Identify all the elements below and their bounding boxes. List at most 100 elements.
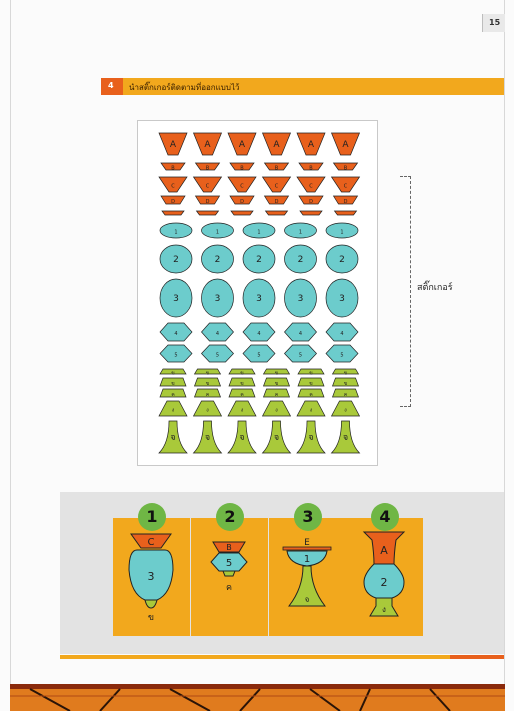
sticker-code: A [342, 140, 349, 150]
step-number: 4 [108, 81, 114, 90]
sticker-code: จ [308, 433, 313, 443]
sticker-code: ข [206, 371, 209, 377]
sticker-code: C [206, 184, 210, 190]
sticker-code: B [171, 166, 175, 172]
sticker-code: C [309, 184, 313, 190]
sticker-code: D [275, 199, 279, 205]
sticker-code: ค [344, 392, 347, 398]
sticker-code: 3 [256, 294, 262, 304]
sticker-code: C [171, 184, 175, 190]
sticker-piece [231, 211, 253, 215]
sticker-code: ข [171, 381, 174, 387]
sticker-code: ข [275, 381, 278, 387]
vase-example-1: C 3 ข [113, 518, 190, 636]
vase-example-2: B 5 ค [191, 518, 268, 636]
sticker-code: 1 [299, 230, 302, 236]
sticker-code: 5 [174, 353, 177, 359]
vase-example-3: E 1 จ [269, 518, 346, 636]
vase-label-e: E [304, 538, 310, 548]
example-badge-1: 1 [138, 503, 166, 531]
sticker-code: 2 [298, 255, 304, 265]
sticker-code: 3 [173, 294, 179, 304]
sticker-code: 3 [298, 294, 304, 304]
sticker-code: A [273, 140, 280, 150]
page-edge-right [504, 0, 505, 690]
step-instruction: นำสติ๊กเกอร์ติดตามที่ออกแบบไว้ [129, 81, 239, 94]
vase-label-c: C [148, 537, 155, 548]
sticker-code: 1 [257, 230, 260, 236]
divider-yellow [60, 655, 450, 659]
sticker-code: จ [205, 433, 210, 443]
sticker-code: D [309, 199, 313, 205]
page-edge-left [10, 0, 11, 690]
sticker-code: A [204, 140, 211, 150]
sticker-code: D [206, 199, 210, 205]
sticker-code: 5 [257, 353, 260, 359]
sticker-code: 1 [174, 230, 177, 236]
sticker-code: B [240, 166, 244, 172]
vase-label-b: B [226, 543, 232, 552]
sticker-piece [197, 211, 219, 215]
sticker-code: จ [343, 433, 348, 443]
sticker-code: A [170, 140, 177, 150]
sticker-code: A [308, 140, 315, 150]
sticker-code: ข [309, 371, 312, 377]
sticker-code: ข [240, 381, 243, 387]
sticker-code: 3 [215, 294, 221, 304]
vase-label-kho: ข [148, 613, 154, 623]
sticker-label: สติ๊กเกอร์ [417, 280, 453, 294]
example-card-3: E 1 จ [269, 518, 346, 636]
vase-label-3: 3 [148, 570, 155, 583]
sticker-piece [266, 211, 288, 215]
sticker-code: 3 [339, 294, 345, 304]
sticker-code: จ [170, 433, 175, 443]
sticker-code: B [206, 166, 210, 172]
sticker-code: 5 [340, 353, 343, 359]
vase-label-2: 2 [381, 576, 388, 589]
sticker-code: 2 [215, 255, 221, 265]
sticker-code: 2 [173, 255, 179, 265]
vase-label-kho-khwai: ค [226, 583, 232, 593]
sticker-code: 4 [340, 331, 343, 337]
sticker-code: B [309, 166, 313, 172]
example-badge-3: 3 [294, 503, 322, 531]
sticker-code: ค [275, 392, 278, 398]
vase-label-5: 5 [226, 558, 232, 569]
sticker-code: B [344, 166, 348, 172]
sticker-piece [162, 211, 184, 215]
sticker-code: 5 [299, 353, 302, 359]
sticker-code: ค [206, 392, 209, 398]
sticker-code: C [275, 184, 279, 190]
divider-orange [450, 655, 504, 659]
footer-pattern [10, 684, 505, 711]
sticker-bracket [400, 176, 411, 407]
vase-label-cho: จ [305, 595, 310, 604]
sticker-code: 4 [299, 331, 302, 337]
sticker-code: ข [344, 371, 347, 377]
sticker-code: 1 [340, 230, 343, 236]
sticker-code: 2 [339, 255, 345, 265]
example-badge-2: 2 [216, 503, 244, 531]
sticker-code: ข [344, 381, 347, 387]
vase-label-a: A [380, 544, 388, 557]
example-card-4: A 2 ง [346, 518, 423, 636]
example-card-2: B 5 ค [191, 518, 268, 636]
sticker-code: D [240, 199, 244, 205]
vase-example-4: A 2 ง [346, 518, 423, 636]
vase-label-ngo: ง [382, 605, 386, 614]
sticker-code: ข [206, 381, 209, 387]
example-badge-4: 4 [371, 503, 399, 531]
sticker-code: B [275, 166, 279, 172]
footer-band [10, 684, 505, 711]
sticker-code: D [344, 199, 348, 205]
sticker-code: 5 [216, 353, 219, 359]
page-number: 15 [489, 18, 500, 27]
sticker-code: C [344, 184, 348, 190]
sticker-code: 1 [216, 230, 219, 236]
sticker-code: จ [274, 433, 279, 443]
sticker-code: ข [171, 371, 174, 377]
sticker-code: ค [171, 392, 174, 398]
